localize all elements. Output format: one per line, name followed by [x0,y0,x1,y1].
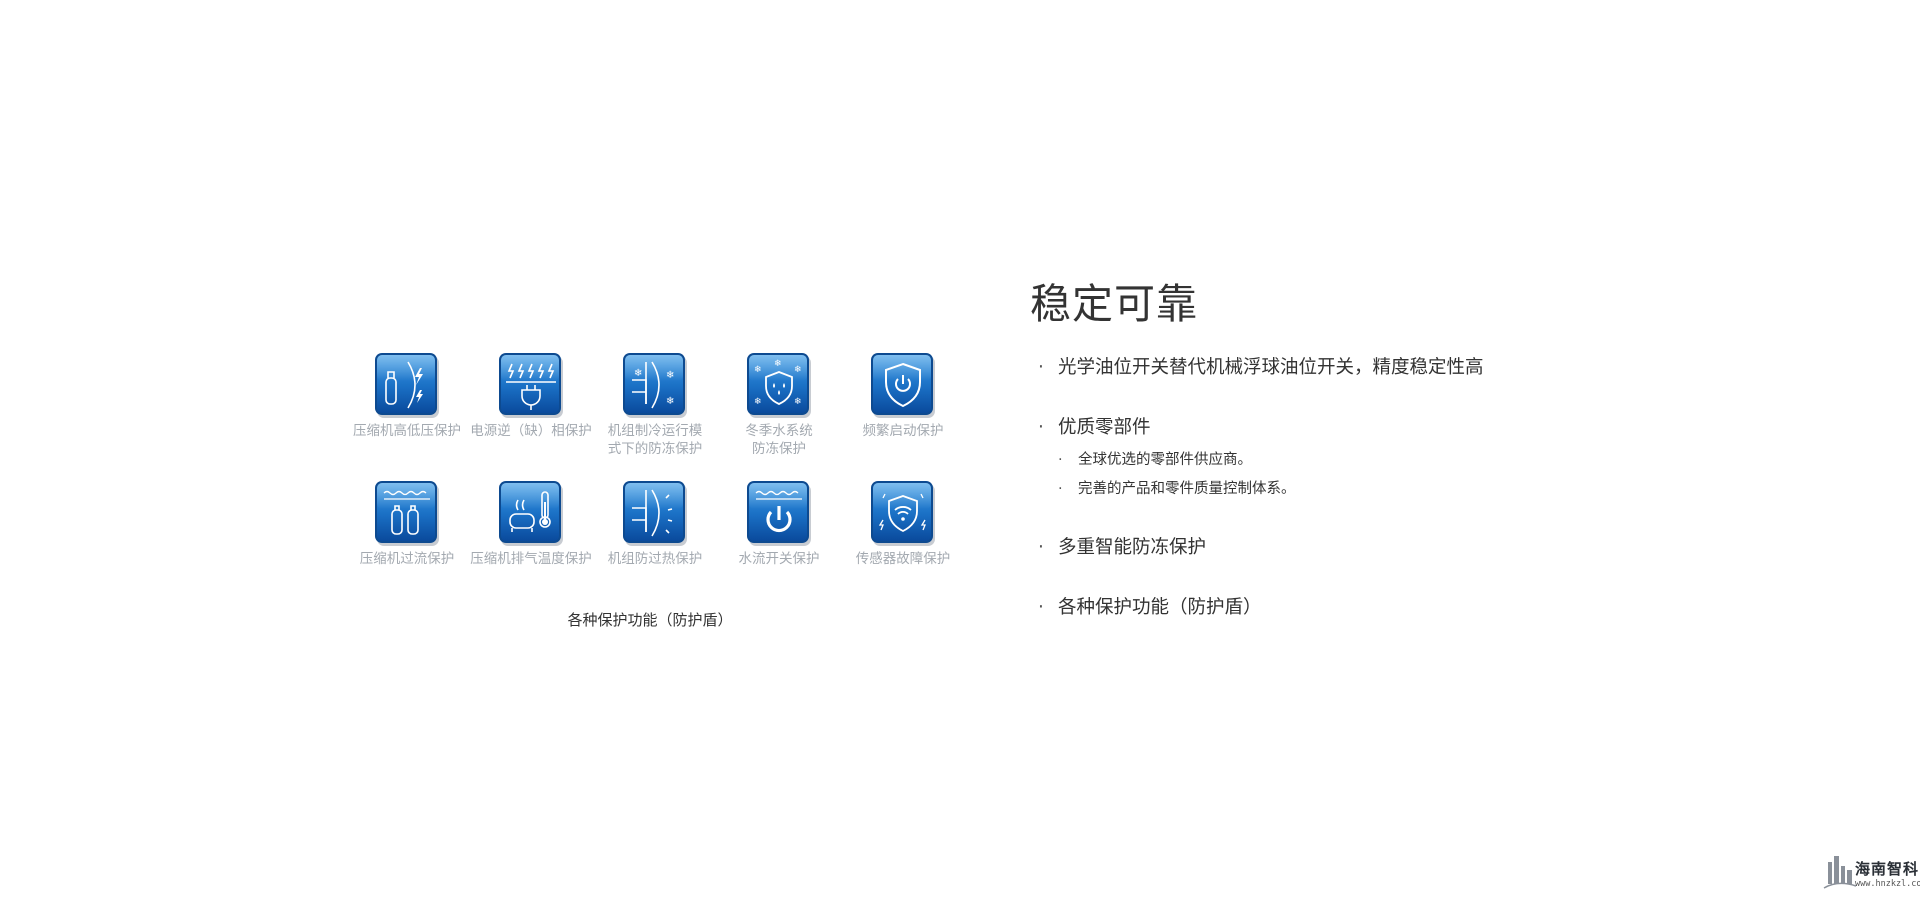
protection-item: 压缩机排气温度保护 [469,480,593,568]
watermark-logo-icon [1823,856,1857,889]
protection-label: 压缩机过流保护 [359,551,455,567]
protection-label: 水流开关保护 [738,551,820,567]
bullet-item: · 多重智能防冻保护 [1038,533,1206,559]
watermark-url: www.hnzkzl.com [1855,879,1920,889]
protection-icon-grid: 压缩机高低压保护 电源逆（缺）相保护 [345,352,965,608]
compressor-thermometer-icon [499,481,563,546]
protection-item: 电源逆（缺）相保护 [469,352,593,440]
bullet-dot: · [1038,597,1044,618]
sub-bullet-text: 全球优选的零部件供应商。 [1078,452,1252,468]
bullet-text: 各种保护功能（防护盾） [1058,597,1262,618]
protection-item: 压缩机过流保护 [345,480,469,568]
bullet-dot: · [1058,452,1063,468]
water-power-icon [747,481,811,546]
svg-text:❄: ❄ [634,368,642,379]
bullet-dot: · [1058,481,1063,497]
shield-power-icon [871,353,935,418]
protection-label: 电源逆（缺）相保护 [470,423,592,439]
svg-text:❄: ❄ [794,397,802,407]
compressor-wave-icon [375,481,439,546]
svg-text:❄: ❄ [754,365,762,375]
page-title: 稳定可靠 [1030,280,1198,328]
shield-wifi-icon [871,481,935,546]
protection-label: 机组制冷运行模 式下的防冻保护 [607,423,703,457]
bullet-text: 优质零部件 [1058,417,1151,438]
sub-bullet-item: · 完善的产品和零件质量控制体系。 [1058,477,1296,498]
protection-label: 冬季水系统 防冻保护 [745,423,813,457]
protection-item: ❄ ❄ ❄ ❄ ❄ 冬季水系统 防冻保护 [717,352,841,458]
icon-row-1: 压缩机高低压保护 电源逆（缺）相保护 [345,352,965,480]
compressor-lightning-icon [375,353,439,418]
svg-text:❄: ❄ [666,370,674,381]
protection-label: 压缩机高低压保护 [353,423,461,439]
power-plug-icon [499,353,563,418]
shield-snowflake-drops-icon: ❄ ❄ ❄ ❄ ❄ [747,353,811,418]
svg-text:❄: ❄ [754,397,762,407]
bullet-item: · 优质零部件 [1038,413,1151,439]
svg-text:❄: ❄ [774,359,782,369]
bullet-dot: · [1038,357,1044,378]
protection-label: 压缩机排气温度保护 [470,551,592,567]
protection-item: ❄ ❄ ❄ 机组制冷运行模 式下的防冻保护 [593,352,717,458]
bullet-item: · 光学油位开关替代机械浮球油位开关，精度稳定性高 [1038,353,1484,379]
bullet-dot: · [1038,537,1044,558]
icon-grid-caption: 各种保护功能（防护盾） [567,611,733,629]
svg-text:❄: ❄ [666,396,674,407]
bullet-dot: · [1038,417,1044,438]
protection-item: 机组防过热保护 [593,480,717,568]
protection-item: 压缩机高低压保护 [345,352,469,440]
watermark-name: 海南智科 [1855,860,1920,878]
bullet-text: 光学油位开关替代机械浮球油位开关，精度稳定性高 [1058,357,1484,378]
svg-text:❄: ❄ [794,365,802,375]
unit-heat-icon [623,481,687,546]
protection-label: 频繁启动保护 [862,423,944,439]
icon-row-2: 压缩机过流保护 压缩机排气温度保护 [345,480,965,608]
protection-item: 频繁启动保护 [841,352,965,440]
protection-label: 机组防过热保护 [607,551,703,567]
unit-snowflake-icon: ❄ ❄ ❄ [623,353,687,418]
sub-bullet-item: · 全球优选的零部件供应商。 [1058,448,1252,469]
sub-bullet-text: 完善的产品和零件质量控制体系。 [1078,481,1296,497]
protection-item: 水流开关保护 [717,480,841,568]
protection-item: 传感器故障保护 [841,480,965,568]
bullet-text: 多重智能防冻保护 [1058,537,1207,558]
protection-label: 传感器故障保护 [855,551,951,567]
bullet-item: · 各种保护功能（防护盾） [1038,593,1262,619]
